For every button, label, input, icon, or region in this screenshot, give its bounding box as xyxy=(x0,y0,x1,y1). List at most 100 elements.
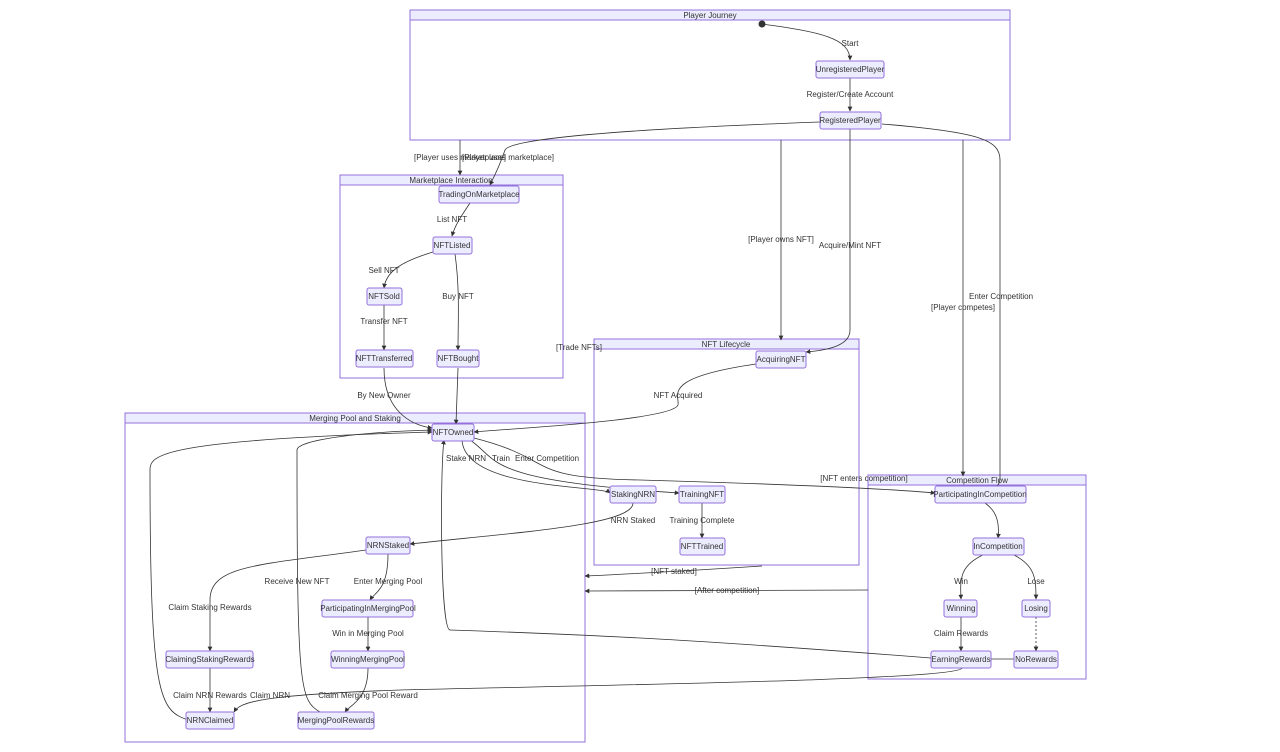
edge-start xyxy=(761,23,853,61)
label-uses-marketplace-a: [Player uses marketplace] xyxy=(414,153,506,162)
state-transferred[interactable]: NFTTransferred xyxy=(355,349,414,368)
label-claim-nrn-rewards: Claim NRN Rewards xyxy=(173,691,247,700)
edge-labels: Start Register/Create Account [Player us… xyxy=(168,39,1045,700)
cluster-competition: Competition Flow xyxy=(867,474,1087,680)
state-staking[interactable]: StakingNRN xyxy=(609,485,657,504)
state-label-nrn-claimed: NRNClaimed xyxy=(187,716,234,725)
state-label-trading: TradingOnMarketplace xyxy=(438,190,520,199)
label-claim-merging-pool-reward: Claim Merging Pool Reward xyxy=(318,691,418,700)
state-label-unregistered: UnregisteredPlayer xyxy=(816,65,885,74)
state-label-participating-comp: ParticipatingInCompetition xyxy=(933,490,1026,499)
cluster-title-marketplace: Marketplace Interaction xyxy=(409,176,492,185)
state-pool-rewards[interactable]: MergingPoolRewards xyxy=(297,711,375,730)
state-label-nrn-staked: NRNStaked xyxy=(367,541,409,550)
state-bought[interactable]: NFTBought xyxy=(436,349,480,368)
state-listed[interactable]: NFTListed xyxy=(432,236,473,255)
state-nrn-claimed[interactable]: NRNClaimed xyxy=(185,711,235,730)
state-losing[interactable]: Losing xyxy=(1021,599,1051,618)
label-claim-rewards: Claim Rewards xyxy=(934,629,988,638)
state-claiming-staking[interactable]: ClaimingStakingRewards xyxy=(165,650,255,669)
edge-earning-to-owned xyxy=(441,439,932,659)
label-enter-competition: Enter Competition xyxy=(515,454,579,463)
state-winning-pool[interactable]: WinningMergingPool xyxy=(330,650,405,669)
label-uses-marketplace-b: [Player uses marketplace] xyxy=(462,153,554,162)
state-label-transferred: NFTTransferred xyxy=(356,354,413,363)
label-win: Win xyxy=(954,577,968,586)
label-acquire-mint: Acquire/Mint NFT xyxy=(819,241,881,250)
edge-acquire-mint xyxy=(805,129,851,355)
label-nft-acquired: NFT Acquired xyxy=(654,391,703,400)
state-label-listed: NFTListed xyxy=(434,241,471,250)
state-label-losing: Losing xyxy=(1024,604,1048,613)
state-label-pool-rewards: MergingPoolRewards xyxy=(298,716,374,725)
state-label-training: TrainingNFT xyxy=(680,490,724,499)
label-register: Register/Create Account xyxy=(807,90,894,99)
edge-claim-merging-pool-reward xyxy=(344,667,369,713)
state-owned[interactable]: NFTOwned xyxy=(431,423,475,442)
state-winning[interactable]: Winning xyxy=(943,599,978,618)
label-receive-new-nft: Receive New NFT xyxy=(265,577,330,586)
state-label-trained: NFTTrained xyxy=(681,542,723,551)
state-label-winning: Winning xyxy=(947,604,976,613)
label-owns-nft: [Player owns NFT] xyxy=(748,235,814,244)
start-state-icon xyxy=(758,20,766,28)
label-train: Train xyxy=(492,454,510,463)
edge-uses-marketplace-b xyxy=(489,121,821,186)
state-trained[interactable]: NFTTrained xyxy=(679,537,726,556)
label-claim-staking-rewards: Claim Staking Rewards xyxy=(168,603,251,612)
label-training-complete: Training Complete xyxy=(669,516,735,525)
edge-claimed-to-owned xyxy=(149,429,433,721)
state-sold[interactable]: NFTSold xyxy=(366,287,403,306)
state-label-in-competition: InCompetition xyxy=(973,542,1022,551)
state-no-rewards[interactable]: NoRewards xyxy=(1013,650,1059,669)
state-label-staking: StakingNRN xyxy=(611,490,655,499)
edge-enter-merging-pool xyxy=(369,553,389,601)
state-earning[interactable]: EarningRewards xyxy=(930,650,992,669)
edge-buy-nft xyxy=(454,253,461,351)
label-enter-merging-pool: Enter Merging Pool xyxy=(354,577,423,586)
label-enter-competition-top: Enter Competition xyxy=(969,292,1033,301)
state-participating-comp[interactable]: ParticipatingInCompetition xyxy=(933,485,1027,504)
edge-win xyxy=(958,553,986,600)
edge-stake-nrn xyxy=(461,439,611,494)
edge-by-new-owner xyxy=(383,367,433,430)
label-nft-staked: [NFT staked] xyxy=(651,567,697,576)
states: UnregisteredPlayer RegisteredPlayer Trad… xyxy=(165,60,1059,730)
state-acquiring[interactable]: AcquiringNFT xyxy=(755,350,807,369)
label-after-competition: [After competition] xyxy=(695,586,759,595)
edge-receive-new-nft xyxy=(296,427,433,713)
state-in-competition[interactable]: InCompetition xyxy=(972,537,1025,556)
label-stake-nrn: Stake NRN xyxy=(446,454,486,463)
edge-bought-to-owned xyxy=(453,367,459,425)
cluster-marketplace: Marketplace Interaction xyxy=(339,174,564,379)
state-participating-pool[interactable]: ParticipatingInMergingPool xyxy=(320,599,416,618)
label-by-new-owner: By New Owner xyxy=(357,391,411,400)
label-claim-nrn: Claim NRN xyxy=(250,691,290,700)
edge-after-competition xyxy=(584,588,869,594)
edge-claim-nrn xyxy=(233,667,963,713)
state-label-participating-pool: ParticipatingInMergingPool xyxy=(320,604,416,613)
edge-nft-acquired xyxy=(473,363,757,435)
label-list-nft: List NFT xyxy=(437,215,467,224)
state-label-bought: NFTBought xyxy=(438,354,480,363)
cluster-nft-lifecycle: NFT Lifecycle xyxy=(593,338,860,566)
label-buy-nft: Buy NFT xyxy=(442,292,474,301)
state-registered[interactable]: RegisteredPlayer xyxy=(819,111,882,130)
cluster-title-player-journey: Player Journey xyxy=(683,11,736,20)
label-trade-nfts: [Trade NFTs] xyxy=(556,343,602,352)
edges xyxy=(149,23,1039,721)
edge-nrn-staked xyxy=(409,502,634,546)
state-nrn-staked[interactable]: NRNStaked xyxy=(365,536,411,555)
state-training[interactable]: TrainingNFT xyxy=(678,485,726,504)
label-nft-enters-competition: [NFT enters competition] xyxy=(820,474,907,483)
state-label-registered: RegisteredPlayer xyxy=(819,116,881,125)
edge-enter-competition xyxy=(473,437,936,495)
label-nrn-staked: NRN Staked xyxy=(611,516,655,525)
edge-sell-nft xyxy=(382,251,434,289)
state-label-claiming-staking: ClaimingStakingRewards xyxy=(165,655,254,664)
state-unregistered[interactable]: UnregisteredPlayer xyxy=(815,60,885,79)
state-trading[interactable]: TradingOnMarketplace xyxy=(438,185,520,204)
state-label-owned: NFTOwned xyxy=(433,428,474,437)
state-label-winning-pool: WinningMergingPool xyxy=(331,655,405,664)
